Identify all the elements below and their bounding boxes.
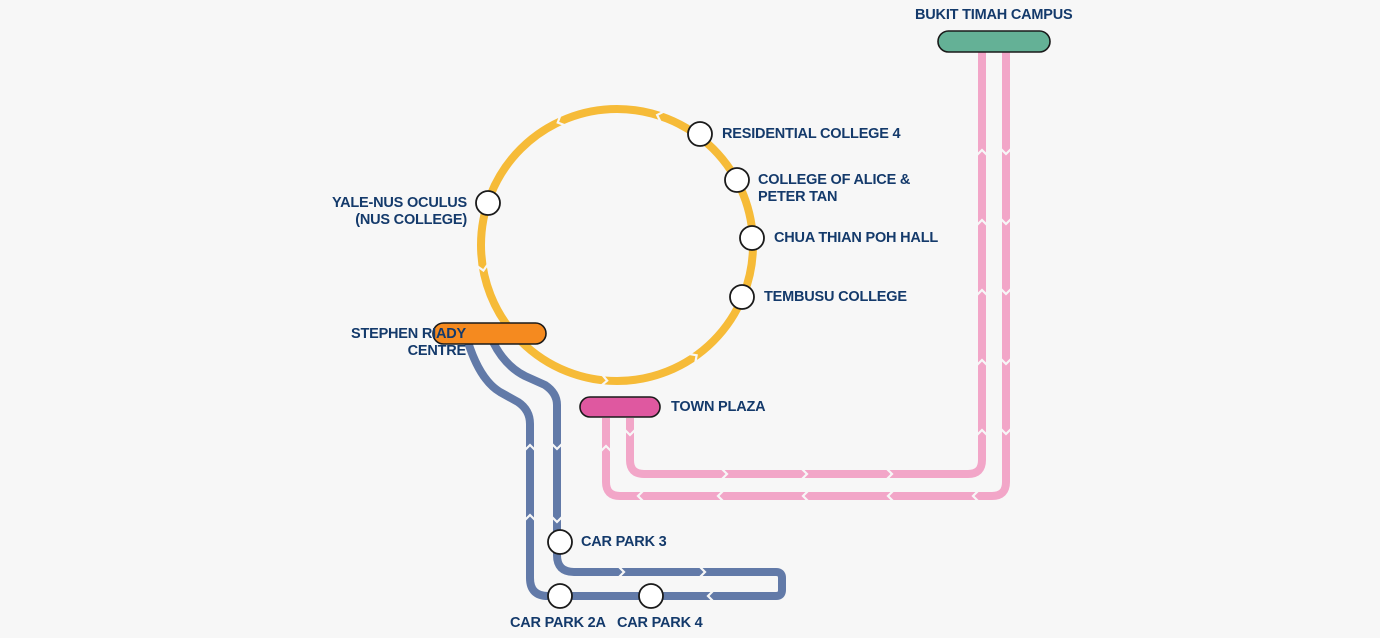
hub-town-plaza[interactable] [579,396,661,418]
direction-chevron [699,566,707,578]
direction-chevron [976,148,988,156]
direction-chevron [721,468,729,480]
label-line: COLLEGE OF ALICE & [758,172,911,188]
station-car-park-2a[interactable] [547,583,573,609]
direction-chevron [1000,218,1012,226]
label-bukit-timah-campus: BUKIT TIMAH CAMPUS [915,7,1073,23]
direction-chevron [624,429,636,437]
direction-chevron [801,468,809,480]
direction-chevron [524,513,536,521]
label-line: STEPHEN RIADY [350,326,466,342]
pink-route-line-outbound [602,52,1010,500]
station-tembusu-college[interactable] [729,284,755,310]
label-line: YALE-NUS OCULUS [331,195,467,211]
station-chua-thian-poh-hall[interactable] [739,225,765,251]
direction-chevron [636,490,644,502]
station-car-park-4[interactable] [638,583,664,609]
direction-chevron [1000,288,1012,296]
station-car-park-3[interactable] [547,529,573,555]
direction-chevron [886,468,894,480]
direction-chevron [689,352,698,363]
label-residential-college-4: RESIDENTIAL COLLEGE 4 [722,126,901,142]
direction-chevron [1000,148,1012,156]
direction-chevron [601,374,609,387]
label-car-park-3: CAR PARK 3 [581,534,667,550]
direction-chevron [976,288,988,296]
station-residential-college-4[interactable] [687,121,713,147]
blue-route-line-right [489,340,786,600]
hub-stephen-riady-centre[interactable] [432,322,547,345]
label-tembusu-college: TEMBUSU COLLEGE [764,289,907,305]
label-stephen-riady-centre: STEPHEN RIADY CENTRE [351,326,466,360]
direction-chevron [886,490,894,502]
direction-chevron [976,218,988,226]
station-college-of-alice-peter-tan[interactable] [724,167,750,193]
label-car-park-4: CAR PARK 4 [617,615,703,631]
direction-chevron [551,516,563,524]
blue-route-line-left [464,340,652,600]
direction-chevron [600,444,612,452]
direction-chevron [976,428,988,436]
direction-chevron [1000,358,1012,366]
direction-chevron [976,358,988,366]
direction-chevron [524,443,536,451]
direction-chevron [801,490,809,502]
label-town-plaza: TOWN PLAZA [671,399,766,415]
label-line: (NUS COLLEGE) [355,212,467,228]
direction-chevron [971,490,979,502]
direction-chevron [476,264,489,273]
direction-chevron [1000,428,1012,436]
label-chua-thian-poh-hall: CHUA THIAN POH HALL [774,230,939,246]
label-car-park-2a: CAR PARK 2A [510,615,606,631]
label-line: PETER TAN [758,189,838,205]
direction-chevron [618,566,626,578]
direction-chevron [655,110,664,122]
stations [475,121,765,609]
station-yale-nus-oculus[interactable] [475,190,501,216]
direction-chevron [716,490,724,502]
hub-bukit-timah-campus[interactable] [937,30,1051,53]
label-line: CENTRE [407,343,467,359]
label-college-of-alice-peter-tan: COLLEGE OF ALICE & PETER TAN [758,172,910,206]
label-yale-nus-oculus: YALE-NUS OCULUS (NUS COLLEGE) [332,195,467,229]
direction-chevron [551,443,563,451]
direction-chevron [556,115,565,127]
direction-chevron [706,590,714,602]
